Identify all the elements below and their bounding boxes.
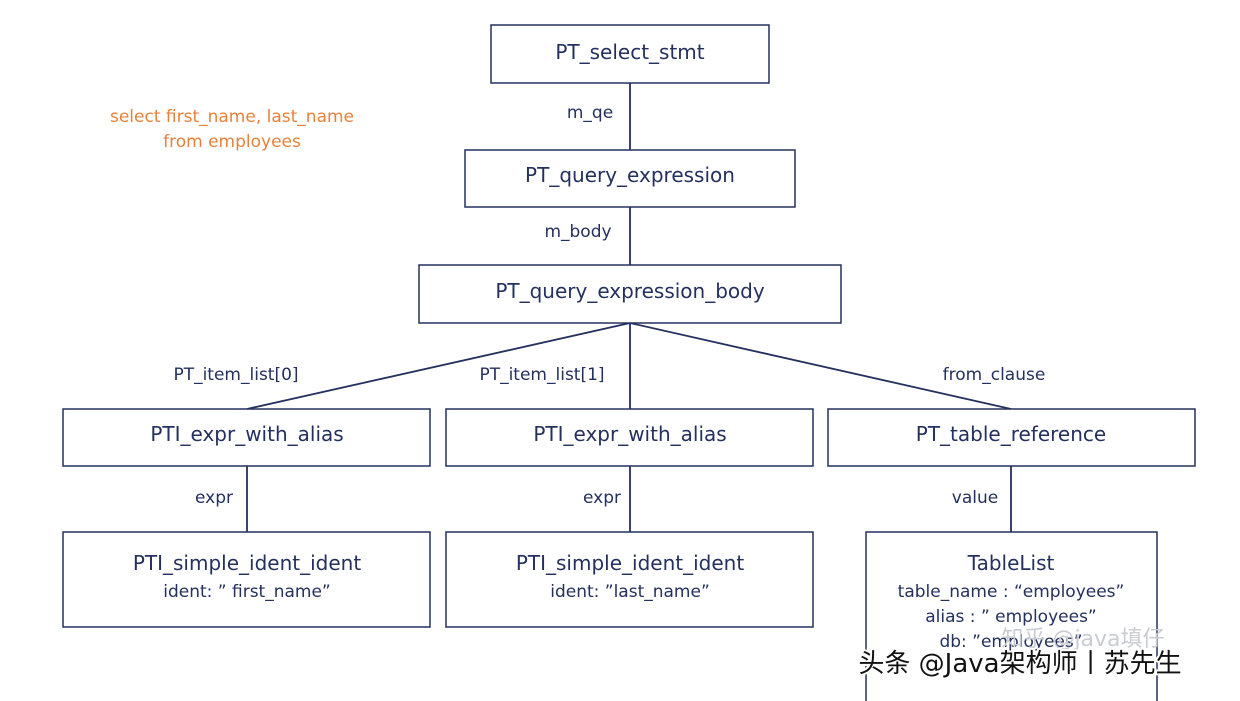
watermark-faint: 知乎 @java填仔 — [1001, 627, 1164, 652]
node-expr-with-alias-1: PTI_expr_with_alias — [445, 408, 814, 467]
node-table-list-title: TableList — [967, 551, 1055, 575]
node-table-list: TableList table_name : “employees” alias… — [865, 531, 1158, 701]
node-expr-with-alias-1-label: PTI_expr_with_alias — [533, 422, 726, 446]
watermark-main: 头条 @Java架构师丨苏先生 头条 @Java架构师丨苏先生 — [856, 647, 1183, 681]
node-query-expression: PT_query_expression — [464, 149, 796, 208]
watermark-main-text: 头条 @Java架构师丨苏先生 — [858, 649, 1181, 679]
node-query-expression-body: PT_query_expression_body — [418, 264, 842, 324]
node-simple-ident-1-title: PTI_simple_ident_ident — [516, 551, 744, 575]
edge-label-from-clause: from_clause — [943, 365, 1046, 385]
node-simple-ident-1-detail: ident: ”last_name” — [550, 582, 710, 602]
edge-from-clause — [629, 322, 1012, 410]
query-line-1: select first_name, last_name — [110, 107, 354, 127]
node-table-list-line-1: table_name : “employees” — [898, 582, 1125, 602]
node-table-reference-label: PT_table_reference — [916, 422, 1106, 446]
node-table-reference: PT_table_reference — [827, 408, 1196, 467]
edge-label-expr-1: expr — [583, 488, 621, 508]
node-expr-with-alias-0-label: PTI_expr_with_alias — [150, 422, 343, 446]
edge-label-value: value — [952, 488, 998, 508]
edge-label-m-body: m_body — [544, 222, 611, 242]
edge-label-item-list-0: PT_item_list[0] — [173, 365, 298, 385]
edge-label-item-list-1: PT_item_list[1] — [479, 365, 604, 385]
query-line-2: from employees — [163, 132, 301, 152]
edge-item-list-0 — [246, 322, 631, 410]
watermark-main-outline: 头条 @Java架构师丨苏先生 — [858, 649, 1181, 679]
node-simple-ident-0-title: PTI_simple_ident_ident — [133, 551, 361, 575]
edge-label-expr-0: expr — [195, 488, 233, 508]
node-select-stmt-label: PT_select_stmt — [555, 40, 704, 64]
node-expr-with-alias-0: PTI_expr_with_alias — [62, 408, 431, 467]
edge-label-m-qe: m_qe — [567, 103, 613, 123]
node-table-list-line-3: db: ”employees” — [939, 632, 1082, 652]
node-select-stmt: PT_select_stmt — [490, 24, 770, 84]
node-query-expression-label: PT_query_expression — [525, 163, 735, 187]
node-simple-ident-0: PTI_simple_ident_ident ident: ” first_na… — [62, 531, 431, 628]
node-table-list-line-2: alias : ” employees” — [925, 607, 1096, 627]
node-query-expression-body-label: PT_query_expression_body — [495, 279, 765, 303]
node-simple-ident-1: PTI_simple_ident_ident ident: ”last_name… — [445, 531, 814, 628]
node-simple-ident-0-detail: ident: ” first_name” — [163, 582, 331, 602]
